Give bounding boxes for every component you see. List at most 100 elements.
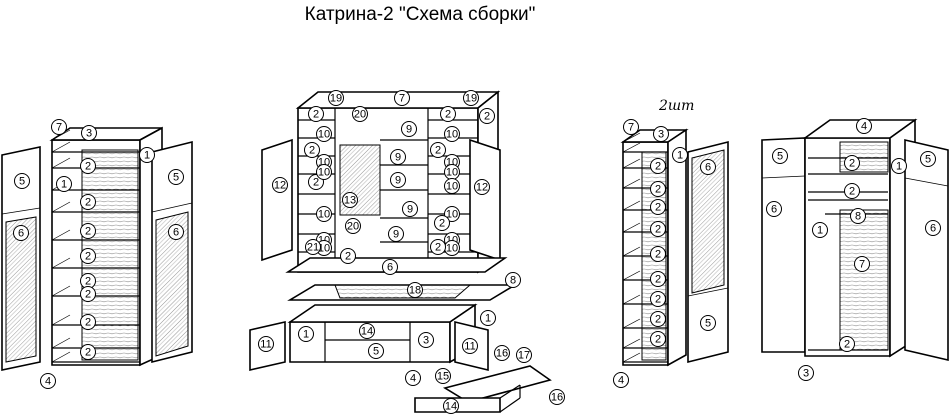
part-callout-17: 17 (516, 347, 532, 363)
svg-text:1: 1 (144, 150, 150, 162)
part-callout-11: 11 (462, 338, 478, 354)
part-callout-6: 6 (925, 220, 941, 236)
svg-text:4: 4 (45, 376, 51, 388)
svg-text:2: 2 (85, 317, 91, 329)
part-callout-4: 4 (40, 373, 56, 389)
svg-text:2: 2 (655, 249, 661, 261)
part-callout-9: 9 (401, 121, 417, 137)
part-callout-2: 2 (80, 223, 96, 239)
svg-text:7: 7 (56, 122, 62, 134)
part-callout-9: 9 (390, 172, 406, 188)
part-callout-14: 14 (443, 398, 459, 414)
svg-text:2: 2 (85, 226, 91, 238)
svg-text:19: 19 (465, 93, 477, 105)
center-unit (249, 90, 552, 413)
svg-text:2: 2 (85, 347, 91, 359)
svg-text:3: 3 (658, 129, 664, 141)
part-callout-5: 5 (700, 315, 716, 331)
svg-text:2: 2 (655, 184, 661, 196)
svg-text:2: 2 (435, 242, 441, 254)
part-callout-2: 2 (80, 194, 96, 210)
svg-text:1: 1 (485, 313, 491, 325)
svg-text:2: 2 (435, 145, 441, 157)
svg-text:2: 2 (313, 109, 319, 121)
part-callout-1: 1 (672, 147, 688, 163)
part-callout-2: 2 (650, 331, 666, 347)
part-callout-2: 2 (839, 336, 855, 352)
part-callout-5: 5 (368, 343, 384, 359)
part-callout-15: 15 (435, 368, 451, 384)
svg-text:5: 5 (777, 151, 783, 163)
svg-text:9: 9 (407, 204, 413, 216)
svg-text:2: 2 (655, 294, 661, 306)
svg-text:2: 2 (85, 251, 91, 263)
svg-text:10: 10 (318, 129, 330, 141)
svg-text:7: 7 (628, 122, 634, 134)
part-callout-2: 2 (479, 108, 495, 124)
part-callout-8: 8 (850, 208, 866, 224)
svg-text:10: 10 (446, 129, 458, 141)
part-callout-11: 11 (258, 336, 274, 352)
part-callout-12: 12 (272, 177, 288, 193)
svg-text:11: 11 (464, 341, 475, 353)
part-callout-19: 19 (463, 90, 479, 106)
part-callout-7: 7 (51, 119, 67, 135)
svg-text:2: 2 (85, 276, 91, 288)
part-callout-6: 6 (168, 224, 184, 240)
part-callout-7: 7 (854, 256, 870, 272)
svg-text:5: 5 (925, 154, 931, 166)
svg-text:8: 8 (855, 211, 861, 223)
part-callout-1: 1 (56, 176, 72, 192)
svg-text:19: 19 (330, 93, 342, 105)
svg-text:2: 2 (309, 145, 315, 157)
svg-text:2: 2 (445, 109, 451, 121)
part-callout-2: 2 (650, 181, 666, 197)
svg-text:1: 1 (303, 329, 309, 341)
svg-text:2: 2 (655, 274, 661, 286)
svg-text:2: 2 (655, 202, 661, 214)
svg-text:21: 21 (307, 242, 319, 254)
svg-text:9: 9 (395, 175, 401, 187)
svg-text:1: 1 (61, 179, 67, 191)
left-wardrobe (1, 126, 193, 371)
svg-text:1: 1 (896, 161, 902, 173)
part-callout-1: 1 (298, 326, 314, 342)
part-callout-4: 4 (405, 370, 421, 386)
svg-text:11: 11 (260, 339, 271, 351)
part-callout-2: 2 (340, 248, 356, 264)
svg-text:5: 5 (373, 346, 379, 358)
svg-text:18: 18 (409, 285, 421, 297)
right-wardrobe (620, 128, 729, 367)
svg-text:9: 9 (395, 152, 401, 164)
part-callout-3: 3 (653, 126, 669, 142)
part-callout-3: 3 (81, 125, 97, 141)
part-callout-14: 14 (359, 323, 375, 339)
svg-text:1: 1 (817, 225, 823, 237)
part-callout-9: 9 (402, 201, 418, 217)
svg-text:5: 5 (19, 176, 25, 188)
part-callout-10: 10 (316, 206, 332, 222)
part-callout-19: 19 (328, 90, 344, 106)
part-callout-2: 2 (308, 106, 324, 122)
part-callout-1: 1 (480, 310, 496, 326)
part-callout-1: 1 (139, 147, 155, 163)
part-callout-2: 2 (650, 271, 666, 287)
svg-text:5: 5 (705, 318, 711, 330)
svg-text:10: 10 (446, 167, 458, 179)
part-callout-2: 2 (650, 158, 666, 174)
svg-text:2: 2 (849, 186, 855, 198)
part-callout-3: 3 (418, 332, 434, 348)
part-callout-2: 2 (430, 239, 446, 255)
svg-text:13: 13 (344, 195, 356, 207)
part-callout-16: 16 (494, 345, 510, 361)
svg-text:2: 2 (655, 224, 661, 236)
svg-text:3: 3 (86, 128, 92, 140)
part-callout-2: 2 (844, 183, 860, 199)
svg-text:6: 6 (387, 262, 393, 274)
svg-text:10: 10 (318, 167, 330, 179)
svg-text:2: 2 (85, 289, 91, 301)
part-callout-20: 20 (345, 218, 361, 234)
svg-text:7: 7 (399, 93, 405, 105)
part-callout-10: 10 (444, 206, 460, 222)
